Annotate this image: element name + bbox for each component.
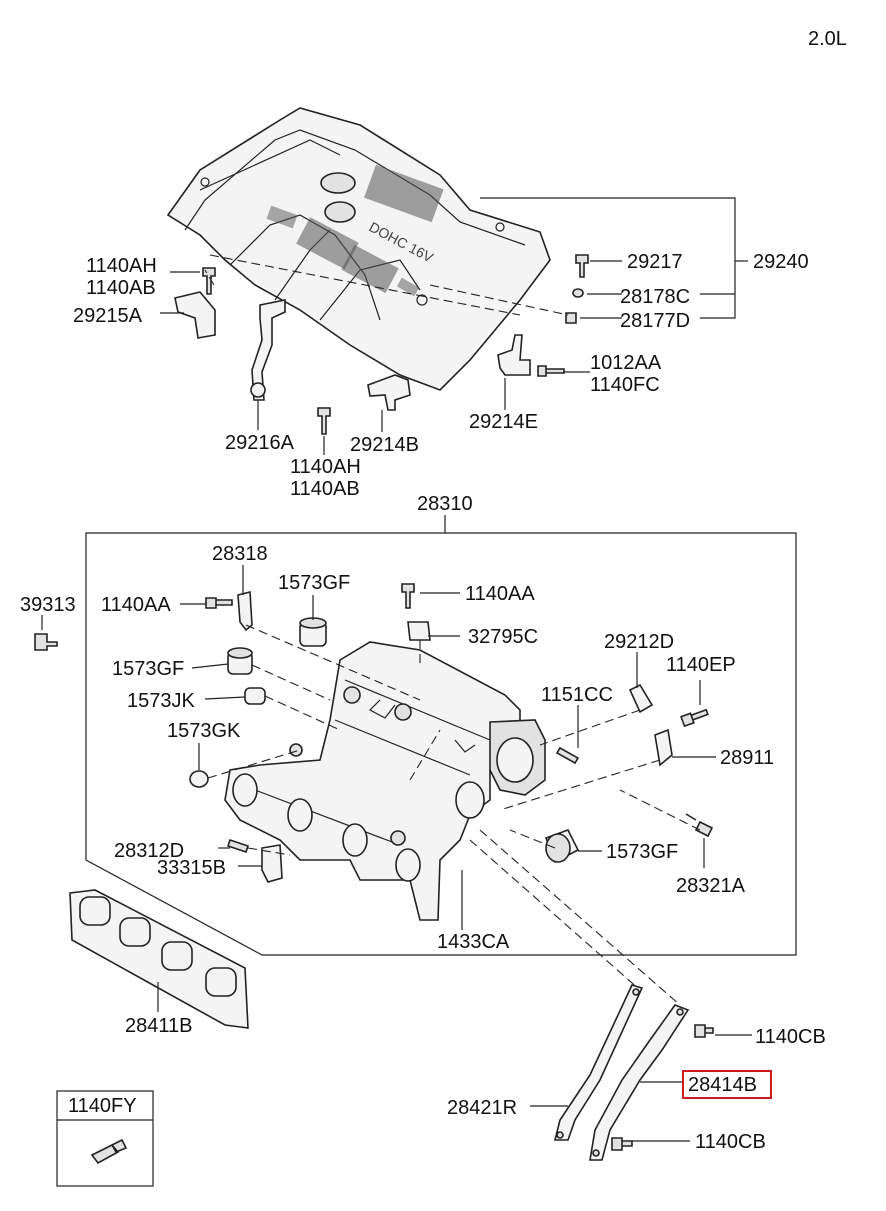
inset-1140FY [56, 1090, 154, 1187]
part-label[interactable]: 28911 [720, 747, 774, 769]
inset-title[interactable]: 1140FY [68, 1095, 137, 1117]
part-label[interactable]: 29217 [627, 251, 683, 273]
cover-brackets [174, 254, 589, 435]
part-label[interactable]: 32795C [468, 626, 538, 648]
part-label[interactable]: 1140AB [86, 277, 156, 299]
manifold-leaders [41, 565, 716, 930]
engine-size-label: 2.0L [808, 28, 847, 50]
part-label[interactable]: 29215A [73, 305, 143, 327]
manifold-stays [469, 829, 752, 1161]
part-label[interactable]: 1573GF [278, 572, 350, 594]
part-label[interactable]: 28178C [620, 286, 690, 308]
manifold-group-frame [85, 532, 797, 956]
part-label[interactable]: 29216A [225, 432, 295, 454]
part-label[interactable]: 29214E [469, 411, 538, 433]
part-label[interactable]: 1573GK [167, 720, 241, 742]
part-label-highlighted[interactable]: 28414B [688, 1074, 757, 1096]
manifold-small-parts [34, 583, 714, 883]
part-label[interactable]: 28312D [114, 840, 184, 862]
part-label[interactable]: 29212D [604, 631, 674, 653]
part-label[interactable]: 1140AH [86, 255, 157, 277]
part-label[interactable]: 28177D [620, 310, 690, 332]
part-label[interactable]: 28321A [676, 875, 746, 897]
part-label[interactable]: 1140EP [666, 654, 736, 676]
manifold-gasket [69, 889, 249, 1029]
part-label[interactable]: 28318 [212, 543, 268, 565]
part-label[interactable]: 1140AA [101, 594, 171, 616]
highlight-box-28414B [682, 1070, 772, 1099]
part-label[interactable]: 1140CB [695, 1131, 766, 1153]
part-label[interactable]: 1012AA [590, 352, 662, 374]
part-label[interactable]: 29240 [753, 251, 809, 273]
part-label[interactable]: 33315B [157, 857, 226, 879]
part-label[interactable]: 1151CC [541, 684, 613, 706]
part-label[interactable]: 28421R [447, 1097, 517, 1119]
part-label[interactable]: 1573GF [606, 841, 678, 863]
part-label[interactable]: 1140AA [465, 583, 535, 605]
part-label[interactable]: 28310 [417, 493, 473, 515]
part-label[interactable]: 1573GF [112, 658, 184, 680]
part-label[interactable]: 29214B [350, 434, 419, 456]
cover-leaders [160, 197, 748, 455]
engine-cover: DOHC 16V [166, 107, 551, 391]
part-label[interactable]: 1140AH [290, 456, 361, 478]
intake-manifold [224, 641, 546, 921]
part-label[interactable]: 1573JK [127, 690, 195, 712]
part-label[interactable]: 1140CB [755, 1026, 826, 1048]
part-label[interactable]: 1140FC [590, 374, 660, 396]
part-label[interactable]: 39313 [20, 594, 76, 616]
part-label[interactable]: 1140AB [290, 478, 360, 500]
part-label[interactable]: 1433CA [437, 931, 510, 953]
part-label[interactable]: 28411B [125, 1015, 192, 1037]
